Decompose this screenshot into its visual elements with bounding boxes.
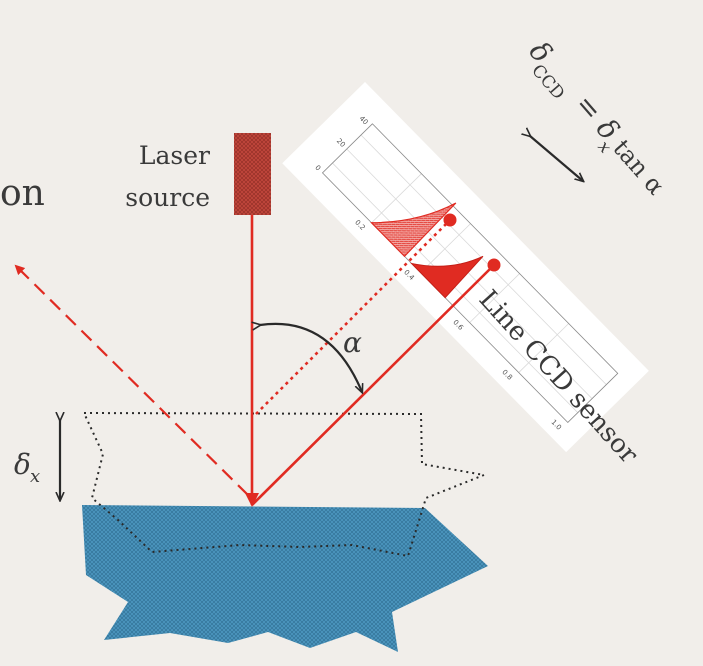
ccd-spot-displaced	[443, 213, 457, 227]
laser-label-line2: source	[125, 183, 210, 212]
laser-source-block	[234, 133, 271, 215]
measured-peak	[409, 255, 484, 299]
y-tick-1: 20	[335, 137, 347, 149]
ccd-spot-current	[487, 258, 501, 272]
formula-lhs-sub: CCD	[527, 61, 568, 104]
y-tick-0: 0	[313, 164, 322, 173]
formula-tail: tan α	[607, 134, 670, 200]
formula-rhs: = δ	[569, 88, 626, 147]
displacement-sub: x	[30, 466, 40, 487]
angle-arc	[260, 324, 362, 392]
specular-reflection-ray	[14, 264, 249, 496]
formula-group: δ CCD = δ x tan α	[523, 35, 670, 200]
laser-label-line1: Laser	[139, 141, 210, 170]
angle-label: α	[343, 326, 362, 359]
inset-plot-grid	[322, 123, 619, 423]
inset-plot: 0 20 40 0.2 0.4 0.6 0.8 1.0	[282, 81, 649, 453]
reference-peak	[370, 202, 457, 258]
surface-shape	[82, 505, 488, 652]
peak-shift-arrow	[530, 136, 583, 181]
reflected-ray-displaced	[255, 219, 451, 415]
displaced-surface-outline	[83, 412, 488, 558]
displacement-label: δ	[14, 448, 31, 481]
reflected-ray-current	[251, 264, 495, 506]
partial-title-text: on	[0, 173, 45, 214]
y-tick-2: 40	[358, 115, 370, 127]
